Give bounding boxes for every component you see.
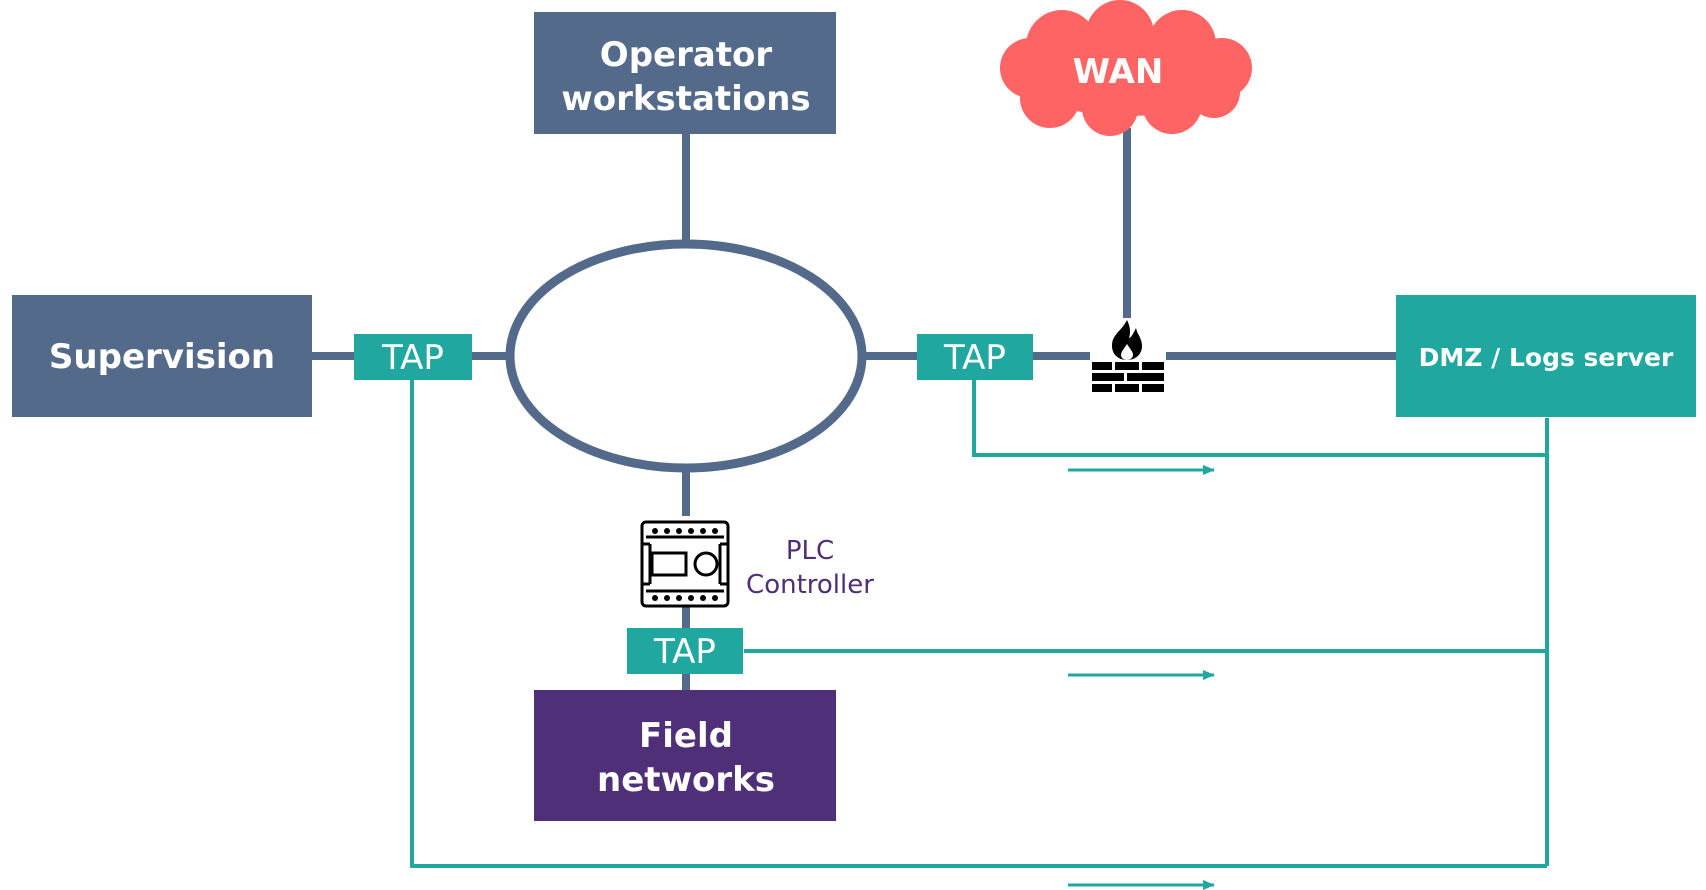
left-tap-mirror-line	[410, 378, 1547, 868]
dmz-logs-server-node: DMZ / Logs server	[1396, 295, 1696, 417]
tap-bottom-box	[627, 628, 743, 674]
tap-right-box	[917, 334, 1033, 380]
backbone-links	[312, 128, 1398, 692]
fire-icon	[1112, 320, 1142, 360]
operator-workstations-label-line1: Operator	[600, 35, 773, 75]
wan-node: WAN	[1000, 0, 1252, 136]
field-networks-node: Field networks	[534, 690, 836, 821]
network-ring	[505, 239, 867, 473]
field-networks-label-line1: Field	[639, 716, 733, 756]
tap-right: TAP	[917, 334, 1033, 380]
plc-label-line2: Controller	[746, 570, 874, 600]
supervision-box	[12, 295, 312, 417]
operator-workstations-label-line2: workstations	[561, 79, 810, 119]
plc-controller-icon	[640, 520, 730, 608]
supervision-label: Supervision	[49, 337, 275, 377]
tap-mirror-links	[410, 378, 1549, 868]
flow-arrows	[1068, 465, 1215, 890]
wan-label: WAN	[1073, 52, 1164, 92]
plc-label-line1: PLC	[786, 536, 834, 566]
tap-right-label: TAP	[943, 338, 1006, 378]
operator-workstations-node: Operator workstations	[534, 12, 836, 134]
firewall-icon	[1090, 318, 1166, 394]
right-tap-mirror-line	[972, 378, 1547, 457]
tap-left: TAP	[354, 334, 472, 380]
field-networks-label-line2: networks	[597, 760, 775, 800]
dmz-logs-server-label: DMZ / Logs server	[1419, 343, 1674, 372]
tap-bottom: TAP	[627, 628, 743, 674]
field-networks-box	[534, 690, 836, 821]
wan-cloud-icon	[1000, 0, 1252, 136]
dmz-logs-server-box	[1396, 295, 1696, 417]
tap-left-box	[354, 334, 472, 380]
supervision-node: Supervision	[12, 295, 312, 417]
tap-bottom-label: TAP	[653, 632, 716, 672]
tap-left-label: TAP	[381, 338, 444, 378]
operator-workstations-box	[534, 12, 836, 134]
